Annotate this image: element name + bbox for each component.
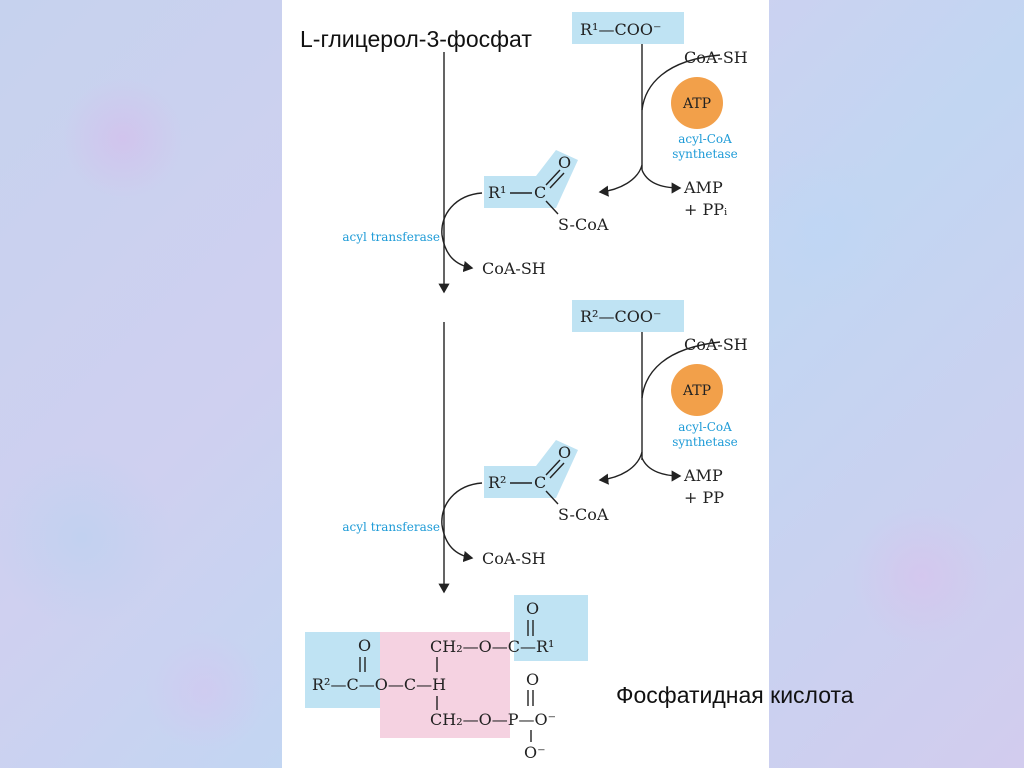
- amp-label-1: AMP: [683, 178, 723, 197]
- synthetase-label-2b: synthetase: [672, 435, 738, 449]
- acyl2-o: O: [558, 443, 571, 462]
- acid2-label: R²—COO⁻: [580, 307, 661, 326]
- acyl2-r: R²: [488, 473, 506, 492]
- product-ch2-bottom: CH₂—O—P—O⁻: [430, 710, 556, 729]
- synthetase-label-1b: synthetase: [672, 147, 738, 161]
- product-p-o-bottom: O⁻: [524, 743, 546, 762]
- acyl2-c: C: [534, 473, 546, 492]
- glycerol-highlight: [380, 632, 510, 738]
- coa-released-2: CoA-SH: [482, 549, 546, 568]
- product-o-top-right: O: [526, 599, 539, 618]
- acyl1-highlight: [484, 150, 578, 208]
- atp-label-2: ATP: [682, 383, 711, 399]
- atp-circle-2: [671, 364, 723, 416]
- atp-label-1: ATP: [682, 96, 711, 112]
- ppi-label-1: + PPᵢ: [684, 200, 727, 219]
- transferase-arrow-1: [441, 192, 483, 273]
- amp-arrow-2: [641, 457, 682, 482]
- acyl1-double-bond-a: [545, 169, 561, 186]
- acid1-label: R¹—COO⁻: [580, 20, 661, 39]
- acylcoa-arrow-2: [598, 451, 643, 485]
- coa-in-curve-2: [641, 341, 721, 399]
- acyl1-double-bond-b: [549, 172, 565, 189]
- r2-ester-highlight: [305, 632, 380, 708]
- glycerol-3-phosphate-label: L-глицерол-3-фосфат: [300, 26, 532, 52]
- transferase-arrow-2: [441, 482, 483, 563]
- synthetase-label-1a: acyl-CoA: [678, 132, 732, 146]
- amp-label-2: AMP: [683, 466, 723, 485]
- coa-in-curve-1: [641, 54, 721, 111]
- product-r2-ester: R²—C—O—C—H: [312, 675, 446, 694]
- product-o-top-left: O: [358, 636, 371, 655]
- acyl1-o: O: [558, 153, 571, 172]
- product-p-o-top: O: [526, 670, 539, 689]
- acyl2-scoa: S-CoA: [558, 505, 609, 524]
- acid2-highlight: [572, 300, 684, 332]
- acyl2-double-bond-b: [549, 462, 565, 479]
- pp-label-2: + PP: [684, 488, 724, 507]
- synthetase-label-2a: acyl-CoA: [678, 420, 732, 434]
- r1-ester-highlight: [514, 595, 588, 661]
- atp-circle-1: [671, 77, 723, 129]
- acyl2-highlight: [484, 440, 578, 498]
- acylcoa-arrow-1: [598, 164, 643, 197]
- coa-in-label-2: CoA-SH: [684, 335, 748, 354]
- acyl2-double-bond-a: [545, 459, 561, 476]
- acyl1-r: R¹: [488, 183, 506, 202]
- amp-arrow-1: [641, 169, 682, 194]
- acyl1-scoa: S-CoA: [558, 215, 609, 234]
- phosphatidic-acid-label: Фосфатидная кислота: [616, 682, 854, 708]
- transferase-label-2: acyl transferase: [342, 520, 440, 534]
- product-ch2-top: CH₂—O—C—R¹: [430, 637, 554, 656]
- coa-released-1: CoA-SH: [482, 259, 546, 278]
- coa-in-label-1: CoA-SH: [684, 48, 748, 67]
- acid1-highlight: [572, 12, 684, 44]
- transferase-label-1: acyl transferase: [342, 230, 440, 244]
- acyl1-s-bond: [545, 200, 559, 215]
- acyl2-s-bond: [545, 490, 559, 505]
- acyl1-c: C: [534, 183, 546, 202]
